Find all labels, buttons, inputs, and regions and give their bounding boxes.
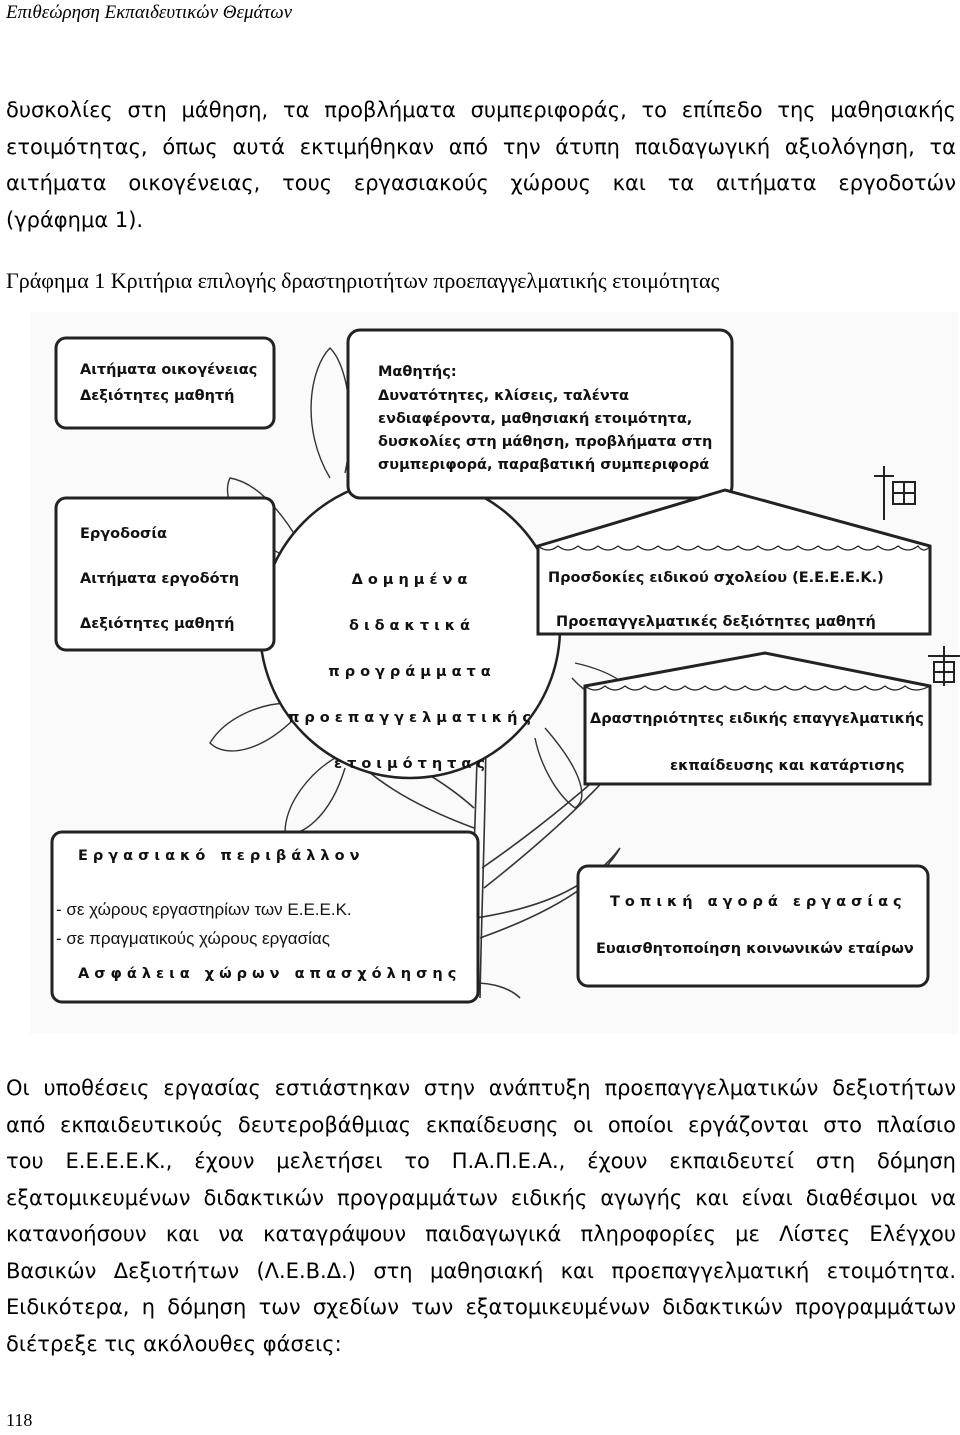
intro-paragraph: δυσκολίες στη μάθηση, τα προβλήματα συμπ… [6,92,956,238]
running-header: Επιθεώρηση Εκπαιδευτικών Θεμάτων [6,2,293,23]
family-line-1: Αιτήματα οικογένειας [80,362,257,378]
work-env-line-1: Εργασιακό περιβάλλον [78,848,364,864]
student-line-2: Δυνατότητες, κλίσεις, ταλέντα [378,388,629,404]
family-box [54,336,276,430]
student-line-4: δυσκολίες στη μάθηση, προβλήματα στη [378,434,712,450]
school-line-1: Προσδοκίες ειδικού σχολείου (Ε.Ε.Ε.Ε.Κ.) [548,570,884,586]
employer-box [54,496,276,652]
center-line-5: ετοιμότητας [334,756,490,772]
school-line-2: Προεπαγγελματικές δεξιότητες μαθητή [556,614,876,630]
body-line: εξατομικευμένων διδακτικών προγραμμάτων … [6,1185,956,1210]
activities-box [583,651,932,786]
employer-line-3: Δεξιότητες μαθητή [80,616,235,632]
body-line: από εκπαιδευτικούς δευτεροβάθμιας εκπαίδ… [6,1112,956,1137]
student-line-3: ενδιαφέροντα, μαθησιακή ετοιμότητα, [378,411,692,427]
body-paragraph: Οι υποθέσεις εργασίας εστιάστηκαν στην α… [6,1070,956,1362]
work-env-line-3: - σε πραγματικούς χώρους εργασίας [56,929,330,948]
center-line-4: προεπαγγελματικής [288,710,536,726]
student-line-1: Μαθητής: [378,364,457,380]
activities-line-1: Δραστηριότητες ειδικής επαγγελματικής [590,711,924,727]
body-line: διέτρεξε τις ακόλουθες φάσεις: [6,1331,342,1356]
body-line: του Ε.Ε.Ε.Ε.Κ., έχουν μελετήσει το Π.Α.Π… [6,1149,956,1173]
body-line: Βασικών Δεξιοτήτων (Λ.Ε.Β.Δ.) στη μαθησι… [6,1258,956,1283]
school-chimney-window [874,466,916,520]
activities-roof-edge [584,685,931,691]
school-roof-edge [537,545,931,551]
intro-line: ετοιμότητας, όπως αυτά εκτιμήθηκαν από τ… [6,134,956,159]
center-line-2: διδακτικά [349,618,475,634]
family-line-2: Δεξιότητες μαθητή [80,388,235,404]
center-line-3: προγράμματα [328,664,496,680]
page-number: 118 [6,1410,33,1430]
local-market-box [576,864,930,988]
work-environment-box [50,830,480,1004]
employer-line-2: Αιτήματα εργοδότη [80,571,239,587]
student-box [346,328,734,500]
market-line-2: Ευαισθητοποίηση κοινωνικών εταίρων [596,941,914,957]
center-line-1: Δομημένα [352,572,473,588]
body-line: Οι υποθέσεις εργασίας εστιάστηκαν στην α… [6,1076,956,1100]
body-line: Ειδικότερα, η δόμηση των σχεδίων των εξα… [6,1295,956,1319]
figure-sunflower-diagram: Δομημένα διδακτικά προγράμματα προεπαγγε… [0,308,960,1038]
diagram-canvas: Δομημένα διδακτικά προγράμματα προεπαγγε… [30,312,960,1034]
work-env-line-2: - σε χώρους εργαστηρίων των Ε.Ε.Ε.Κ. [56,900,352,919]
school-box [536,488,932,636]
activities-line-2: εκπαίδευσης και κατάρτισης [670,758,904,774]
intro-line: (γράφημα 1). [6,207,144,232]
market-line-1: Τοπική αγορά εργασίας [610,894,907,910]
employer-line-1: Εργοδοσία [80,526,167,542]
figure-caption: Γράφημα 1 Κριτήρια επιλογής δραστηριοτήτ… [6,268,720,293]
work-env-line-4: Ασφάλεια χώρων απασχόλησης [78,966,461,982]
body-line: κατανοήσουν και να καταγράψουν παιδαγωγι… [6,1222,956,1246]
intro-line: αιτήματα οικογένειας, τους εργασιακούς χ… [6,171,956,195]
student-line-5: συμπεριφορά, παραβατική συμπεριφορά [378,457,709,473]
activities-chimney-window [928,646,960,686]
intro-line: δυσκολίες στη μάθηση, τα προβλήματα συμπ… [6,98,956,122]
